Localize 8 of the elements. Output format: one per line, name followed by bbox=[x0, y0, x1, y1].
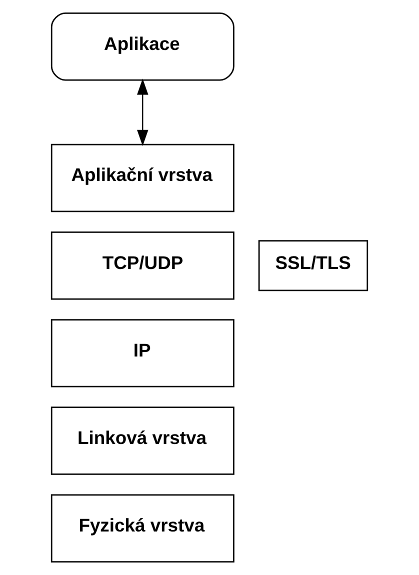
arrow bbox=[137, 78, 148, 146]
node-box: Fyzická vrstva bbox=[50, 494, 234, 562]
node-box: SSL/TLS bbox=[258, 240, 368, 292]
node-box: Aplikace bbox=[50, 12, 234, 81]
node-box: TCP/UDP bbox=[50, 231, 234, 300]
node-box: IP bbox=[50, 319, 234, 388]
node-box: Linková vrstva bbox=[50, 406, 234, 475]
node-box: Aplikační vrstva bbox=[50, 144, 234, 212]
